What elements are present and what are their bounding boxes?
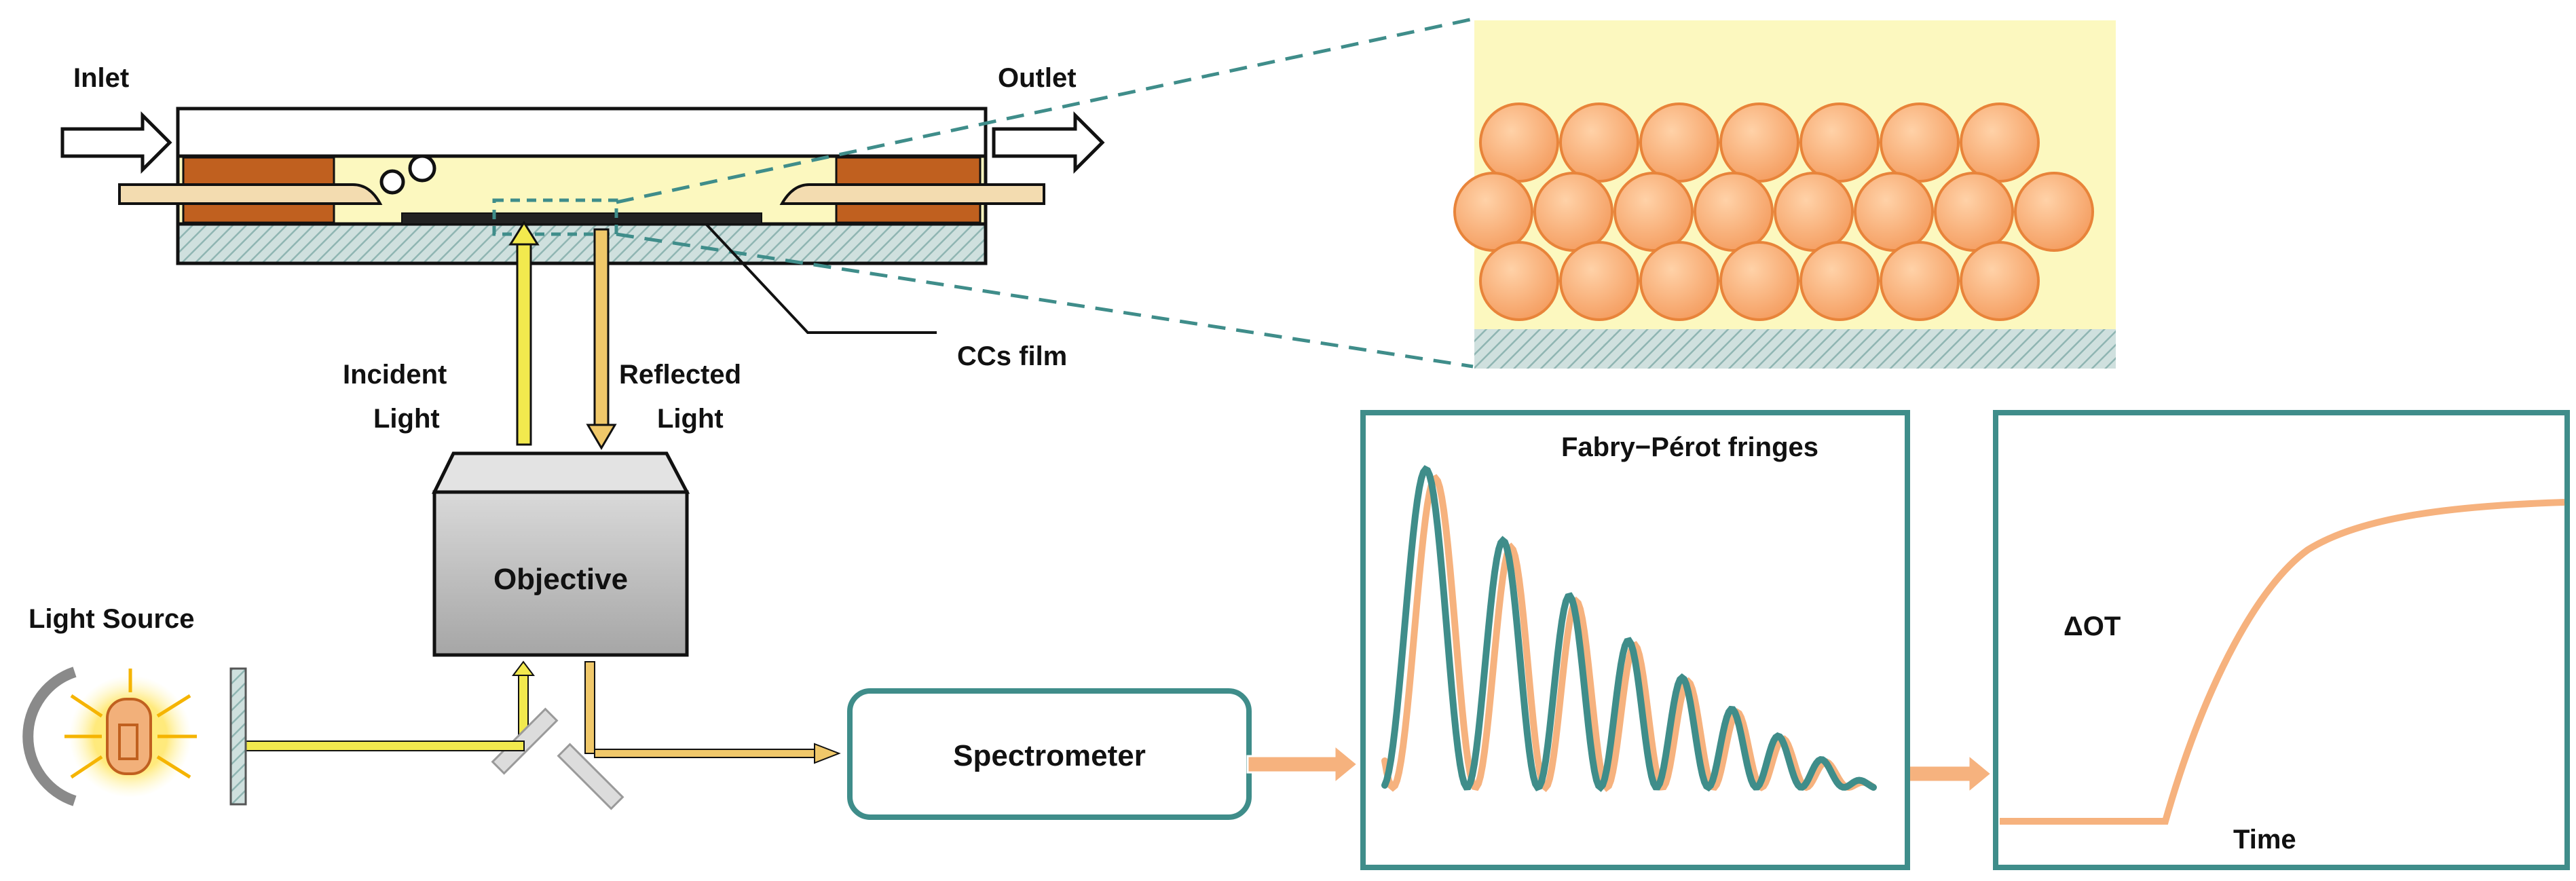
inlet-label: Inlet <box>73 63 129 93</box>
inlet-tube <box>118 183 383 205</box>
sphere <box>2014 172 2094 252</box>
delta-ot-label: ΔOT <box>2064 612 2121 641</box>
right-arrow-icon <box>814 743 841 764</box>
sphere <box>1854 172 1934 252</box>
sphere <box>1453 172 1533 252</box>
objective-body <box>432 490 689 657</box>
fringes-title: Fabry−Pérot fringes <box>1561 432 1818 462</box>
sphere <box>1533 172 1613 252</box>
outlet-tube <box>779 183 1045 205</box>
sphere <box>1960 241 2040 321</box>
reflector <box>22 667 77 806</box>
sphere <box>1719 102 1799 183</box>
beam-to-spectrometer <box>594 749 819 758</box>
incident-light-label-2: Light <box>373 404 440 434</box>
right-arrow-icon <box>992 111 1105 174</box>
mirror-plate <box>229 667 247 806</box>
sphere <box>1479 241 1559 321</box>
sphere <box>1694 172 1774 252</box>
objective: Objective <box>431 451 690 657</box>
sphere <box>1639 102 1719 183</box>
ccs-film-label: CCs film <box>957 341 1067 371</box>
sphere <box>1880 102 1960 183</box>
light-source-label: Light Source <box>29 604 194 634</box>
sphere <box>1479 102 1559 183</box>
sphere <box>1639 241 1719 321</box>
ccs-film <box>401 212 762 225</box>
delta-ot-curve <box>2000 499 2565 825</box>
zoom-line-top <box>616 17 1474 204</box>
sphere <box>1934 172 2014 252</box>
sphere <box>1559 241 1639 321</box>
flow-cell <box>118 107 1045 265</box>
source-beam <box>244 741 525 751</box>
lamp-icon <box>22 667 247 806</box>
right-arrow-icon <box>1246 743 1360 786</box>
zoom-line-bottom <box>616 232 1474 369</box>
sphere <box>1613 172 1694 252</box>
reflected-beam <box>586 228 617 450</box>
colloidal-crystal-spheres <box>1453 102 2094 321</box>
delta-ot-panel <box>1993 410 2570 870</box>
magnify-region <box>492 198 618 236</box>
objective-top <box>431 451 690 494</box>
bubble-icon <box>408 154 436 183</box>
spectrometer-box <box>847 688 1252 820</box>
incident-beam <box>508 221 540 446</box>
sphere <box>1799 102 1880 183</box>
sphere <box>1774 172 1854 252</box>
sphere <box>1880 241 1960 321</box>
inset-substrate <box>1474 329 2116 369</box>
outlet-label: Outlet <box>998 63 1077 93</box>
beamsplitter-2 <box>557 743 624 810</box>
sphere <box>1799 241 1880 321</box>
fringe-curve-initial <box>1381 465 1877 792</box>
sphere <box>1719 241 1799 321</box>
reflected-light-label-2: Light <box>657 404 724 434</box>
ccs-zoom-inset <box>1453 20 2116 369</box>
bubble-icon <box>379 169 405 195</box>
right-arrow-icon <box>60 111 172 174</box>
fringe-curve-shifted <box>1381 474 1877 792</box>
spectrometer-label: Spectrometer <box>953 739 1146 772</box>
objective-label: Objective <box>493 563 628 596</box>
time-label: Time <box>2233 825 2296 855</box>
right-arrow-icon <box>1906 752 1994 795</box>
reflected-light-label-1: Reflected <box>619 360 741 390</box>
substrate-hatched <box>176 222 988 265</box>
beam-below-objective <box>512 660 595 754</box>
ccs-film-leader <box>705 223 937 334</box>
sphere <box>1559 102 1639 183</box>
incident-light-label-1: Incident <box>343 360 447 390</box>
sphere <box>1960 102 2040 183</box>
cell-top-plate <box>176 107 988 158</box>
